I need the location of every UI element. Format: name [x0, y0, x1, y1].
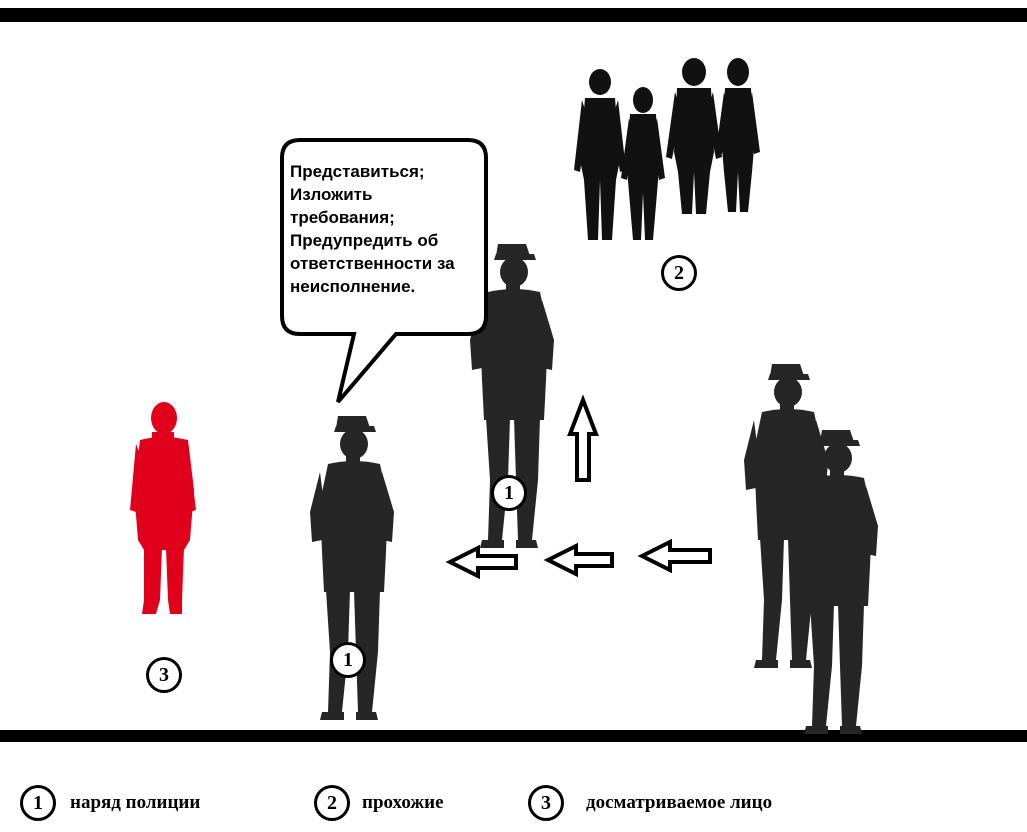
- arrow-up: [567, 394, 599, 482]
- legend-badge-police: 1: [20, 785, 56, 821]
- passerby-figure-3: [666, 58, 722, 214]
- passerby-figure-1: [574, 69, 626, 240]
- passerby-figure-4: [716, 58, 760, 212]
- arrow-left-2: [543, 542, 614, 578]
- legend-badge-passersby: 2: [314, 785, 350, 821]
- arrow-left-1: [445, 544, 518, 580]
- legend-badge-inspected: 3: [528, 785, 564, 821]
- inspected-person: [130, 402, 196, 614]
- legend-label-passersby: прохожие: [362, 792, 444, 813]
- bottom-divider: [0, 730, 1027, 742]
- bubble-line-4: Предупредить об: [290, 231, 439, 250]
- bubble-line-1: Представиться;: [290, 162, 425, 181]
- badge-police-center: 1: [491, 475, 527, 511]
- badge-police-speaking: 1: [330, 642, 366, 678]
- legend-label-police: наряд полиции: [70, 792, 201, 813]
- arrow-left-3: [637, 538, 712, 574]
- passersby-group: [574, 58, 760, 240]
- bubble-line-2: Изложить: [290, 185, 373, 204]
- top-divider: [0, 8, 1027, 22]
- bubble-line-3: требования;: [290, 208, 395, 227]
- bubble-line-5: ответственности за: [290, 254, 455, 273]
- badge-inspected: 3: [146, 657, 182, 693]
- badge-passersby: 2: [661, 255, 697, 291]
- passerby-figure-2: [621, 87, 665, 240]
- legend-label-inspected: досматриваемое лицо: [586, 792, 773, 813]
- speech-bubble-text: Представиться; Изложить требования; Пред…: [290, 160, 470, 298]
- bubble-line-6: неисполнение.: [290, 277, 416, 296]
- speech-bubble: [280, 138, 488, 404]
